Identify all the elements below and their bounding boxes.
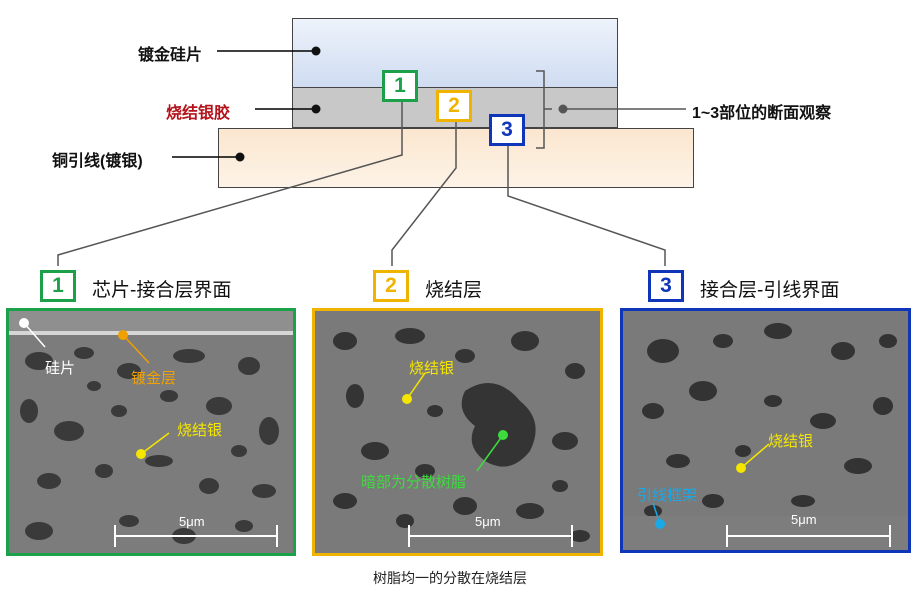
panel-1-micrograph bbox=[9, 311, 293, 553]
panel-3-title: 接合层-引线界面 bbox=[700, 280, 840, 301]
lead-label: 铜引线(镀银) bbox=[52, 153, 143, 170]
panel-1-label-gold: 镀金层 bbox=[131, 370, 177, 387]
marker-3: 3 bbox=[489, 114, 525, 146]
sinter-label: 烧结银胶 bbox=[166, 105, 231, 122]
panel-2-label-resin: 暗部为分散树脂 bbox=[361, 474, 467, 491]
chip-layer bbox=[292, 18, 618, 88]
marker-2: 2 bbox=[436, 90, 472, 122]
panel-3-number: 3 bbox=[648, 270, 684, 302]
panel-3-label-silver: 烧结银 bbox=[768, 433, 814, 450]
panel-2-number: 2 bbox=[373, 270, 409, 302]
panel-2-micrograph bbox=[315, 311, 600, 553]
panel-2-title: 烧结层 bbox=[425, 280, 483, 301]
observe-label: 1~3部位的断面观察 bbox=[692, 105, 832, 122]
panel-3-label-leadframe: 引线框架 bbox=[637, 487, 698, 504]
panel-1-number: 1 bbox=[40, 270, 76, 302]
panel-1-label-silver: 烧结银 bbox=[177, 422, 223, 439]
panel-2-sem-image: 烧结银 暗部为分散树脂 5μm bbox=[312, 308, 603, 556]
diagram-leader-lines bbox=[57, 46, 686, 266]
chip-label: 镀金硅片 bbox=[138, 47, 203, 64]
panel-3-sem-image: 烧结银 引线框架 5μm bbox=[620, 308, 911, 553]
figure-caption: 树脂均一的分散在烧结层 bbox=[373, 570, 527, 586]
panel-3-scale: 5μm bbox=[791, 512, 817, 527]
panel-2-scale: 5μm bbox=[475, 514, 501, 529]
panel-3-micrograph bbox=[623, 311, 908, 550]
panel-1-label-silicon: 硅片 bbox=[45, 360, 76, 377]
panel-1-scale: 5μm bbox=[179, 514, 205, 529]
panel-2-label-silver: 烧结银 bbox=[409, 360, 455, 377]
panel-1-title: 芯片-接合层界面 bbox=[92, 280, 232, 301]
marker-1: 1 bbox=[382, 70, 418, 102]
panel-1-sem-image: 硅片 镀金层 烧结银 5μm bbox=[6, 308, 296, 556]
